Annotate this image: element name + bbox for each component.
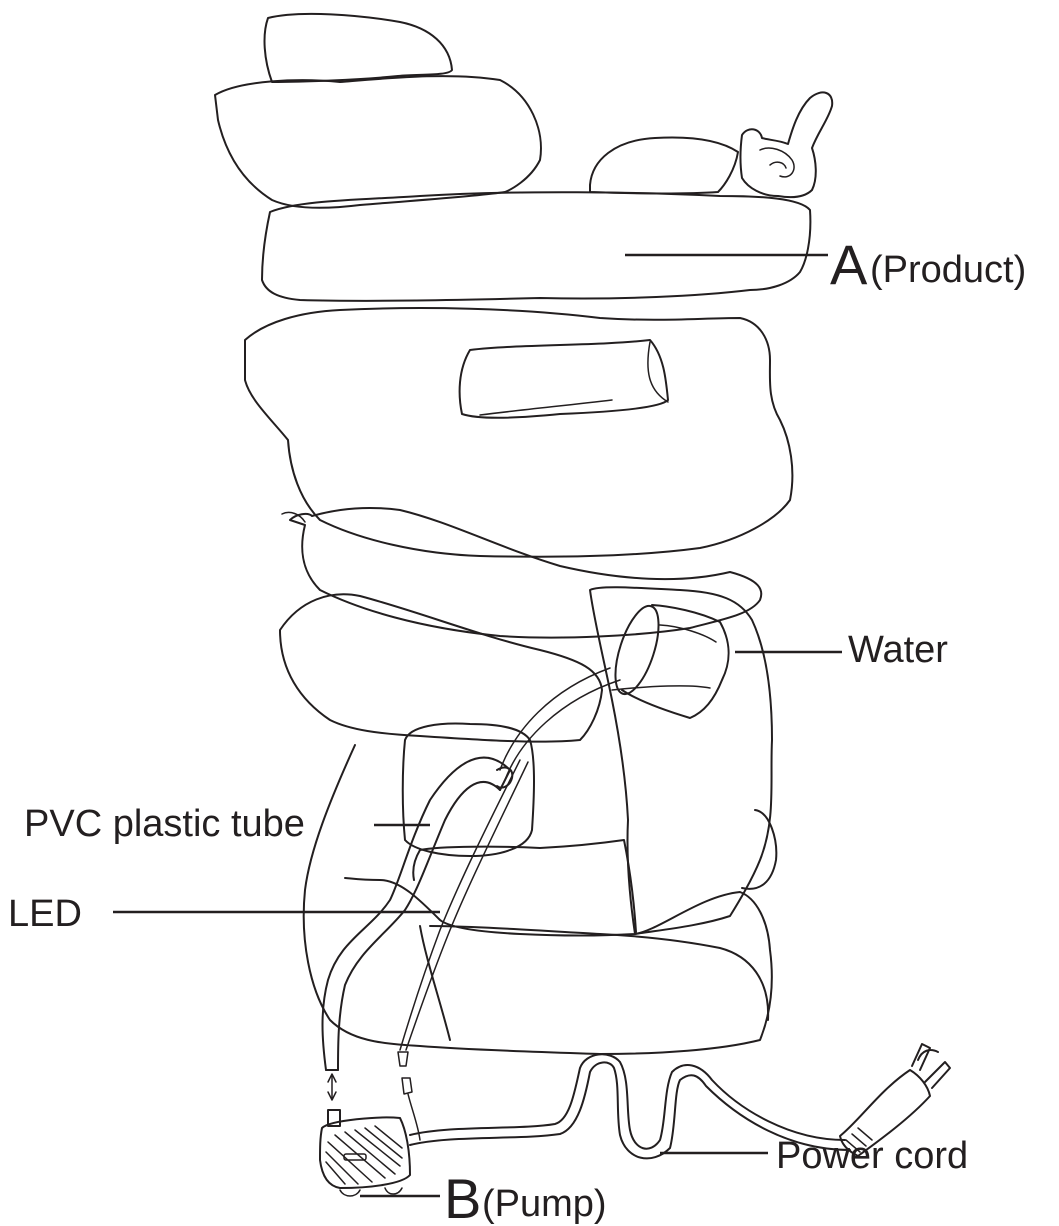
plug-prongs <box>912 1044 950 1088</box>
rock-tier-3 <box>290 508 761 638</box>
rock-inset-crack <box>480 342 668 415</box>
label-water: Water <box>848 629 948 671</box>
water-pour <box>500 668 710 780</box>
rock-right-bulge <box>742 810 776 889</box>
rock-right-column <box>590 587 772 934</box>
pvc-tube <box>323 758 513 1070</box>
leader-lines <box>113 255 842 1196</box>
rock-tier-4 <box>280 594 602 741</box>
tube-outer <box>323 758 511 1070</box>
bird-wing <box>760 148 794 177</box>
pump-grille <box>326 1126 402 1184</box>
rock-tier-1 <box>262 192 810 301</box>
fountain-rock-body <box>215 14 832 1054</box>
rock-tier-2 <box>245 308 792 557</box>
label-pump-letter: B <box>444 1167 481 1226</box>
cup-rim <box>607 601 668 699</box>
label-power-cord: Power cord <box>776 1135 968 1177</box>
rock-lower-tier <box>304 745 772 1054</box>
led-wire <box>398 760 528 1140</box>
label-product-name: (Product) <box>870 249 1026 291</box>
pump <box>320 1110 410 1196</box>
rock-lower-middle <box>420 926 768 1040</box>
tube-mouth <box>497 768 512 788</box>
bird-figurine <box>741 92 833 197</box>
tube-end <box>326 770 510 1070</box>
rock-pebble <box>590 138 738 194</box>
label-pump-name: (Pump) <box>482 1183 607 1225</box>
label-pvc-tube: PVC plastic tube <box>24 803 305 845</box>
rock-top-small <box>265 14 452 82</box>
label-product-letter: A <box>830 233 868 296</box>
connection-arrow <box>328 1074 336 1100</box>
label-led: LED <box>8 893 82 935</box>
led-bulb-top <box>398 1052 408 1066</box>
rock-top-left <box>215 76 541 208</box>
